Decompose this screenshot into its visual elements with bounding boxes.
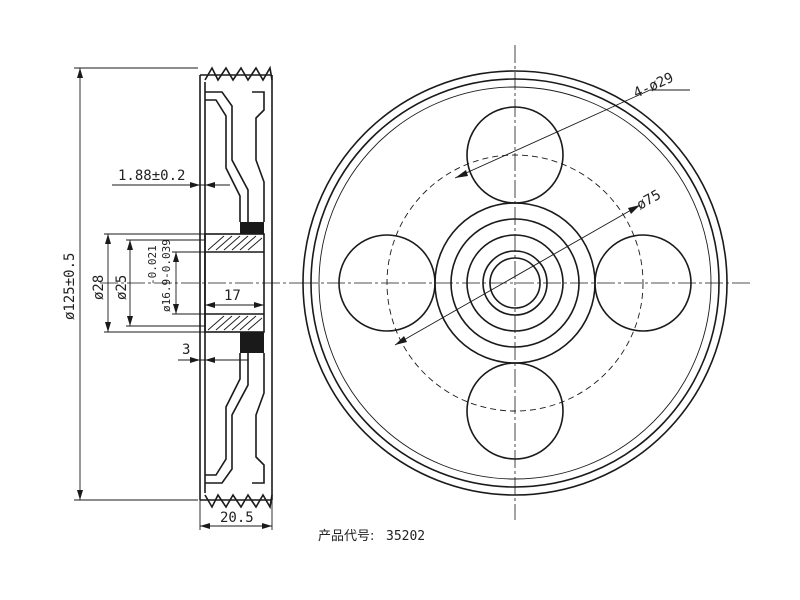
product-code-label: 产品代号: <box>318 529 374 544</box>
dim-hub-length: 17 <box>224 288 241 304</box>
bottom-teeth <box>204 493 273 510</box>
front-view: 4-ø29 ø75 <box>300 45 750 520</box>
dim-step: 3 <box>182 342 190 358</box>
hub-hatch-top <box>207 235 263 251</box>
product-code-value: 35202 <box>386 529 425 544</box>
dim-diameter-28: ø28 <box>91 275 107 300</box>
dim-bore-tolerance: -0.021 <box>146 245 159 285</box>
leader-holes <box>454 89 651 179</box>
product-code-caption: 产品代号: 35202 <box>318 529 425 544</box>
top-teeth <box>204 65 273 82</box>
dim-overall-width: 20.5 <box>220 510 254 526</box>
dim-outer-diameter: ø125±0.5 <box>62 253 78 320</box>
dim-bore: ø16.9-0.039 <box>160 239 173 312</box>
leader-pcd <box>394 204 641 346</box>
side-view <box>100 65 300 510</box>
dim-holes: 4-ø29 <box>631 70 676 102</box>
hub-hatch-bottom <box>207 315 263 331</box>
dim-diameter-25: ø25 <box>114 275 130 300</box>
dim-groove-offset: 1.88±0.2 <box>118 168 185 184</box>
side-view-dimensions: ø125±0.5 ø28 ø25 -0.021 ø16.9-0.039 17 1… <box>62 67 273 530</box>
dim-pcd: ø75 <box>634 187 664 214</box>
